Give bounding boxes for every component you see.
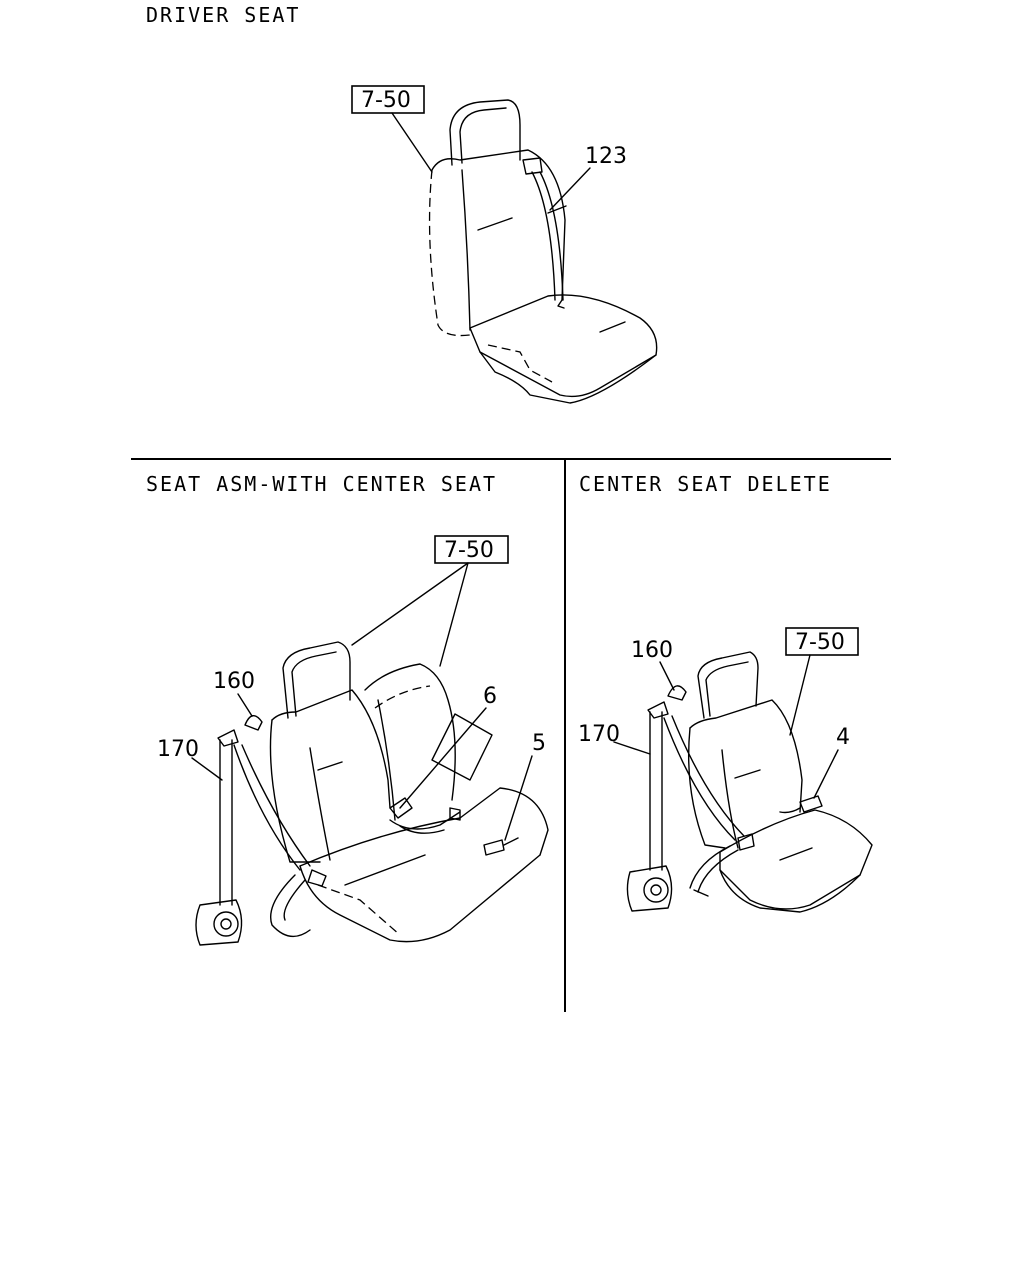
delete-buckle-leader <box>813 749 839 799</box>
center-guide-label: 160 <box>213 669 255 694</box>
center-buckle5-label: 5 <box>532 731 546 756</box>
center-seat-drawing <box>195 641 549 946</box>
driver-belt-leader <box>549 167 591 211</box>
delete-ref-box <box>785 627 859 656</box>
center-buckle6-leader <box>399 707 487 809</box>
center-buckle6-label: 6 <box>483 684 497 709</box>
driver-seat-title: DRIVER SEAT <box>146 3 300 27</box>
center-ref-box <box>434 535 509 564</box>
delete-retractor-leader <box>613 741 651 755</box>
driver-ref-box <box>351 85 425 114</box>
delete-buckle-label: 4 <box>836 725 850 750</box>
center-delete-title: CENTER SEAT DELETE <box>579 472 832 496</box>
center-guide-leader <box>237 693 253 717</box>
delete-guide-leader <box>659 661 675 691</box>
driver-seat-drawing <box>428 99 658 404</box>
center-seat-title: SEAT ASM-WITH CENTER SEAT <box>146 472 497 496</box>
driver-ref-leader <box>391 112 433 173</box>
center-delete-drawing <box>626 651 873 913</box>
center-retractor-leader <box>191 757 223 781</box>
delete-ref-leader <box>789 654 811 736</box>
center-buckle5-leader <box>504 755 533 841</box>
center-ref-leader-right <box>439 562 469 667</box>
center-ref-label: 7-50 <box>444 538 494 563</box>
delete-retractor-label: 170 <box>578 722 620 747</box>
delete-guide-label: 160 <box>631 638 673 663</box>
center-ref-leader-left <box>351 562 469 646</box>
driver-ref-label: 7-50 <box>361 88 411 113</box>
delete-ref-label: 7-50 <box>795 630 845 655</box>
driver-belt-label: 123 <box>585 144 627 169</box>
